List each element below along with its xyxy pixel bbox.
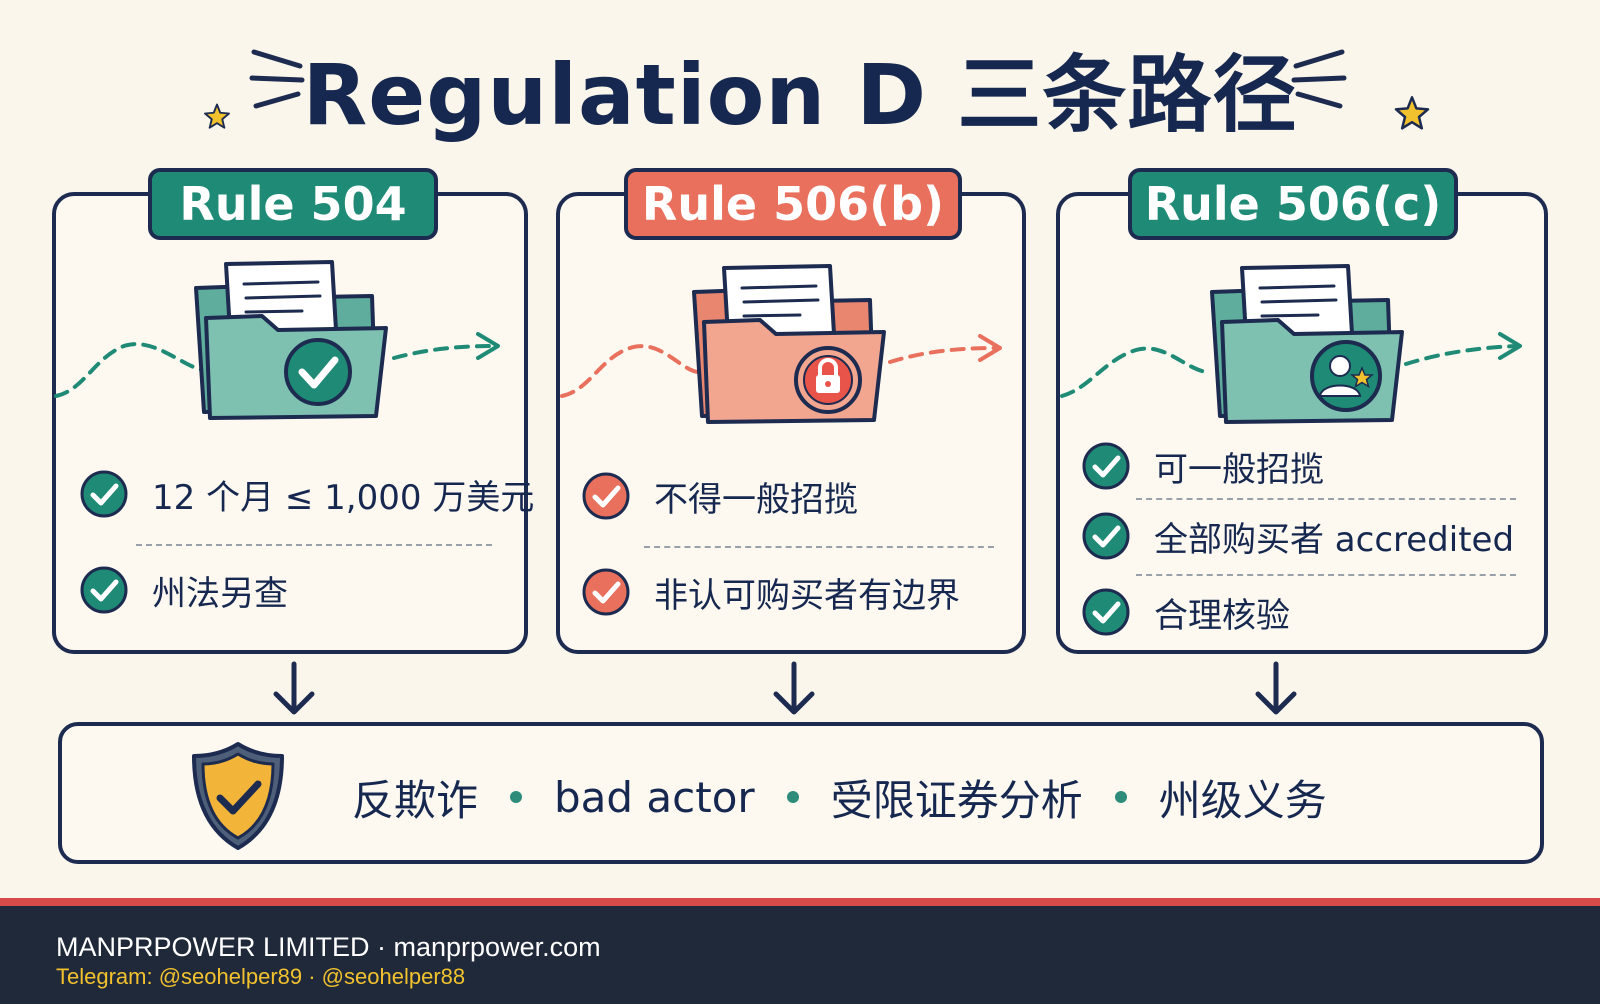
bullet-separator bbox=[510, 791, 523, 803]
summary-item: 州级义务 bbox=[1158, 775, 1327, 825]
summary-item: 反欺诈 bbox=[352, 775, 479, 825]
star-left-icon bbox=[204, 103, 230, 129]
feature-item: 可一般招揽 bbox=[1080, 440, 1324, 492]
summary-item: bad actor bbox=[554, 772, 755, 822]
bullet-separator bbox=[786, 791, 799, 803]
bullet-separator bbox=[1114, 791, 1127, 803]
dashed-path-arrow-icon bbox=[560, 334, 1002, 398]
dashed-path-arrow-icon bbox=[1060, 332, 1522, 398]
motion-lines-right-icon bbox=[1291, 49, 1347, 109]
folder-user-star-icon bbox=[1210, 264, 1404, 424]
check-circle-icon bbox=[1082, 588, 1130, 636]
summary-items: 反欺诈 bad actor 受限证券分析 州级义务 bbox=[352, 762, 1327, 832]
check-circle-icon bbox=[80, 566, 128, 614]
feature-text: 不得一般招揽 bbox=[654, 479, 858, 520]
feature-item: 非认可购买者有边界 bbox=[580, 566, 960, 618]
check-circle-icon bbox=[1082, 442, 1130, 490]
footer-bar bbox=[0, 898, 1600, 1004]
folder-check-icon bbox=[194, 260, 388, 420]
rule-504-tab: Rule 504 bbox=[148, 168, 438, 240]
divider bbox=[644, 546, 994, 548]
divider bbox=[136, 544, 492, 546]
feature-item: 全部购买者 accredited bbox=[1080, 510, 1514, 562]
folder-lock-icon bbox=[692, 264, 886, 424]
rule-506b-tab: Rule 506(b) bbox=[624, 168, 962, 240]
feature-text: 可一般招揽 bbox=[1154, 449, 1324, 490]
feature-text: 12 个月 ≤ 1,000 万美元 bbox=[152, 477, 535, 518]
check-circle-icon bbox=[80, 470, 128, 518]
arrow-down-icon bbox=[273, 661, 315, 715]
divider bbox=[1136, 498, 1516, 500]
summary-item: 受限证券分析 bbox=[830, 775, 1083, 825]
feature-item: 州法另查 bbox=[78, 564, 288, 616]
feature-text: 全部购买者 accredited bbox=[1154, 519, 1515, 560]
motion-lines-left-icon bbox=[249, 49, 305, 109]
feature-text: 州法另查 bbox=[152, 573, 288, 614]
rule-506c-tab: Rule 506(c) bbox=[1128, 168, 1458, 240]
footer-company: MANPRPOWER LIMITED · manprpower.com bbox=[56, 932, 601, 962]
check-circle-icon bbox=[1082, 512, 1130, 560]
summary-box bbox=[58, 722, 1544, 864]
feature-text: 合理核验 bbox=[1154, 595, 1290, 636]
feature-item: 合理核验 bbox=[1080, 586, 1290, 638]
footer-telegram: Telegram: @seohelper89 · @seohelper88 bbox=[56, 964, 466, 989]
feature-item: 12 个月 ≤ 1,000 万美元 bbox=[78, 468, 534, 520]
feature-text: 非认可购买者有边界 bbox=[654, 575, 960, 616]
check-circle-icon bbox=[582, 568, 630, 616]
dashed-path-arrow-icon bbox=[54, 332, 500, 398]
shield-check-icon bbox=[192, 742, 284, 850]
feature-item: 不得一般招揽 bbox=[580, 470, 858, 522]
check-circle-icon bbox=[582, 472, 630, 520]
star-right-icon bbox=[1394, 96, 1430, 130]
arrow-down-icon bbox=[1255, 661, 1297, 715]
page-title: Regulation D 三条路径 bbox=[302, 46, 1298, 144]
arrow-down-icon bbox=[773, 661, 815, 715]
divider bbox=[1136, 574, 1516, 576]
